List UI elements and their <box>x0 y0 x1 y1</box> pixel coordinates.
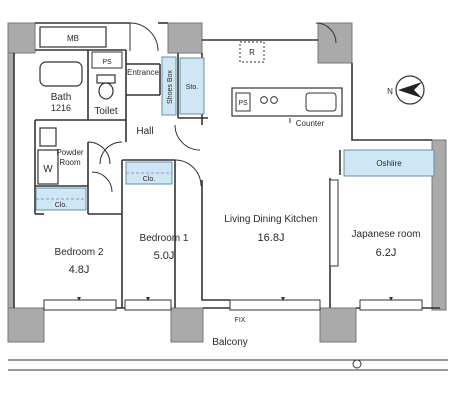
powder-sink <box>39 127 57 147</box>
storage-sto <box>179 57 205 115</box>
label-bath-code: 1216 <box>51 103 71 113</box>
sliding-partition <box>329 179 339 267</box>
washer-box <box>37 149 59 185</box>
window-ldk <box>229 299 321 311</box>
windows <box>43 179 423 311</box>
shoes-box <box>161 56 177 116</box>
window-bedroom1 <box>124 299 172 311</box>
structural-walls <box>7 22 447 343</box>
label-r: R <box>249 48 255 57</box>
room-labels: MB PS Entrance Shoes Box Sto. Bath 1216 … <box>43 34 420 348</box>
compass-north-label: N <box>387 87 393 96</box>
wall-top-right-pillar <box>317 22 353 64</box>
label-toilet: Toilet <box>94 106 118 117</box>
stove-burner-1 <box>260 96 268 104</box>
label-fix: FIX <box>235 317 246 324</box>
ps-top-box <box>91 51 123 69</box>
window-bedroom2 <box>43 299 117 311</box>
stove-burner-2 <box>270 96 278 104</box>
label-ps-top: PS <box>102 59 112 66</box>
label-ps-kitchen: PS <box>238 100 248 107</box>
balcony-railing <box>8 359 448 371</box>
label-bath: Bath <box>51 92 72 103</box>
label-ldk-size: 16.8J <box>258 232 285 244</box>
label-balcony: Balcony <box>212 337 248 348</box>
r-box <box>239 41 265 63</box>
label-bedroom2-size: 4.8J <box>69 264 90 276</box>
doors <box>87 22 337 193</box>
mb-box <box>39 26 107 48</box>
label-hall: Hall <box>136 126 153 137</box>
label-bedroom1: Bedroom 1 <box>140 233 189 244</box>
toilet-tank <box>96 74 116 84</box>
window-markers <box>77 297 393 301</box>
wall-top-center-pillar <box>167 22 203 54</box>
wall-bottom-left-pillar <box>7 307 45 343</box>
storage-areas <box>35 56 435 211</box>
wall-bottom-right-pillar <box>319 307 357 343</box>
kitchen <box>231 87 343 123</box>
label-bedroom1-size: 5.0J <box>154 250 175 262</box>
label-japanese-room-size: 6.2J <box>376 247 397 259</box>
compass-needle-icon <box>398 82 422 98</box>
label-entrance: Entrance <box>127 68 160 77</box>
kitchen-sink <box>305 92 337 112</box>
bathtub <box>39 61 83 87</box>
toilet-bowl <box>98 82 114 100</box>
label-powder-1: Powder <box>56 148 83 157</box>
label-oshiire: Oshiire <box>376 159 402 168</box>
label-clo-center: Clo. <box>143 176 156 183</box>
label-japanese-room: Japanese room <box>352 229 421 240</box>
label-counter: Counter <box>296 119 325 128</box>
label-washer: W <box>43 164 53 175</box>
window-japanese <box>359 299 423 311</box>
label-powder-2: Room <box>59 158 81 167</box>
label-mb: MB <box>67 34 79 43</box>
storage-dashes <box>36 172 172 200</box>
label-ldk: Living Dining Kitchen <box>224 214 317 225</box>
label-sto: Sto. <box>186 84 199 91</box>
wall-right-edge <box>431 139 447 311</box>
wall-left-edge <box>7 52 15 309</box>
wall-top-left-pillar <box>7 22 36 54</box>
wall-bottom-center-pillar <box>170 307 204 343</box>
oshiire <box>343 149 435 177</box>
label-shoes-box: Shoes Box <box>167 70 174 104</box>
ps-kitchen-box <box>235 92 251 112</box>
label-clo-left: Clo. <box>55 202 68 209</box>
label-bedroom2: Bedroom 2 <box>55 247 104 258</box>
compass: N <box>387 75 425 105</box>
